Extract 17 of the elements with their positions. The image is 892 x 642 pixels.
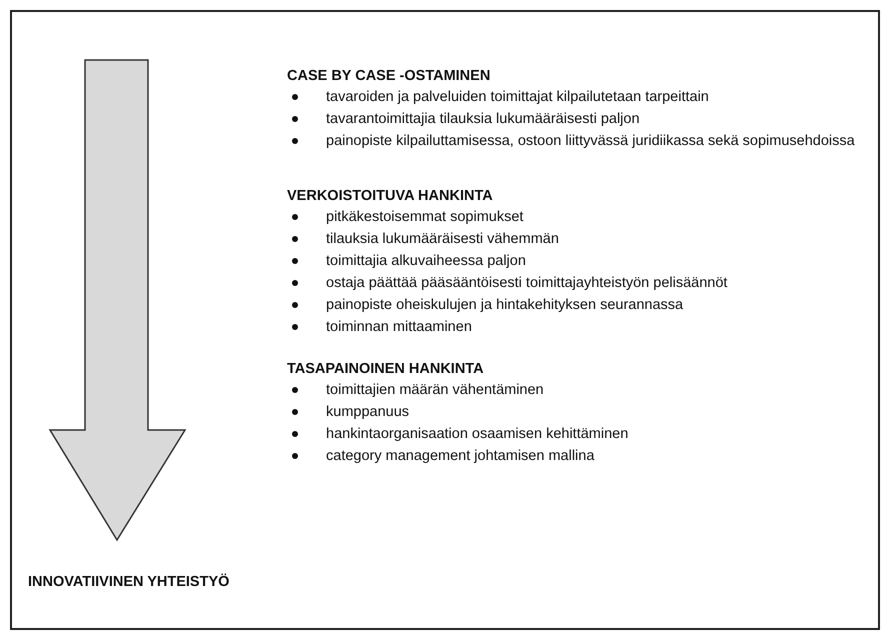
bullet-text: hankintaorganisaation osaamisen kehittäminen [326,425,630,444]
bullet-text: toimittajien määrän vähentäminen [326,381,545,400]
bullet-text: tavarantoimittajia tilauksia lukumääräisesti paljon [326,110,641,129]
bullet-text: painopiste kilpailuttamisessa, ostoon liittyvässä juridiikassa sekä sopimusehdoissa [326,132,856,151]
bullet-text: tilauksia lukumääräisesti vähemmän [326,230,560,249]
bullet-text: ostaja päättää pääsääntöisesti toimittajayhteistyön pelisäännöt [326,274,728,293]
bullet-text: pitkäkestoisemmat sopimukset [326,208,524,227]
bottom-heading: INNOVATIIVINEN YHTEISTYÖ [28,572,230,592]
bullet-text: toiminnan mittaaminen [326,318,473,337]
bullet-text: painopiste oheiskulujen ja hintakehityksen seurannassa [326,296,684,315]
section-heading: VERKOISTOITUVA HANKINTA [287,187,493,206]
bullet-text: kumppanuus [326,403,410,422]
section-heading: CASE BY CASE -OSTAMINEN [287,67,490,86]
bullet-text: toimittajia alkuvaiheessa paljon [326,252,527,271]
bullet-text: tavaroiden ja palveluiden toimittajat kilpailutetaan tarpeittain [326,88,710,107]
section-heading: TASAPAINOINEN HANKINTA [287,360,484,379]
bullet-text: category management johtamisen mallina [326,447,596,466]
